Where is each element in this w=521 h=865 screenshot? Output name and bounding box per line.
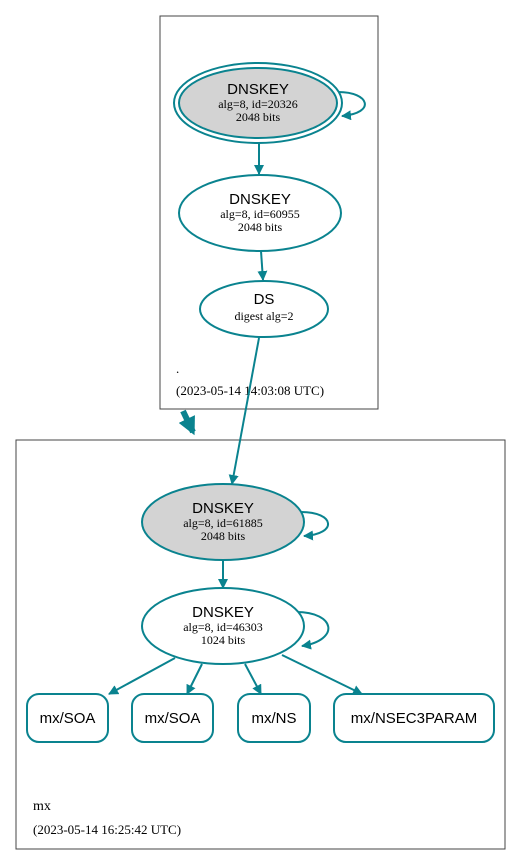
rrset-mx-soa-2[interactable]: mx/SOA	[131, 693, 214, 743]
edge-root-zsk-to-ds	[257, 250, 268, 281]
edge-ds-to-mx-ksk	[228, 337, 260, 485]
node-root-ds[interactable]: DS digest alg=2	[199, 280, 329, 338]
rrset-label: mx/SOA	[40, 710, 96, 727]
zone-root-name: .	[176, 361, 179, 376]
edge-mx-ksk-self	[300, 511, 329, 541]
node-root-ksk-title: DNSKEY	[227, 81, 289, 98]
rrset-mx-ns[interactable]: mx/NS	[237, 693, 311, 743]
node-mx-ksk[interactable]: DNSKEY alg=8, id=61885 2048 bits	[141, 483, 305, 561]
edges	[108, 91, 366, 695]
node-root-zsk-detail: alg=8, id=60955	[220, 207, 300, 221]
node-mx-zsk-bits: 1024 bits	[201, 633, 246, 647]
edge-mx-zsk-to-soa-2	[186, 663, 203, 695]
rrset-mx-nsec3param[interactable]: mx/NSEC3PARAM	[333, 693, 495, 743]
zone-mx-timestamp: (2023-05-14 16:25:42 UTC)	[33, 822, 181, 837]
zone-mx: mx (2023-05-14 16:25:42 UTC)	[15, 439, 506, 850]
node-root-ksk[interactable]: DNSKEY alg=8, id=20326 2048 bits	[173, 62, 343, 144]
edge-mx-zsk-to-ns	[244, 663, 262, 695]
rrset-label: mx/SOA	[145, 710, 201, 727]
node-root-ksk-bits: 2048 bits	[236, 110, 281, 124]
edge-mx-zsk-self	[295, 611, 330, 650]
node-root-ksk-detail: alg=8, id=20326	[218, 97, 298, 111]
edge-mx-zsk-to-soa-1	[108, 657, 176, 695]
rrset-mx-soa-1[interactable]: mx/SOA	[26, 693, 109, 743]
edge-mx-zsk-to-nsec3param	[281, 654, 363, 695]
node-mx-ksk-title: DNSKEY	[192, 500, 254, 517]
rrset-label: mx/NSEC3PARAM	[351, 710, 477, 727]
node-root-ds-title: DS	[254, 291, 275, 308]
node-root-zsk-title: DNSKEY	[229, 191, 291, 208]
node-mx-zsk[interactable]: DNSKEY alg=8, id=46303 1024 bits	[141, 587, 305, 665]
edge-delegation	[178, 409, 196, 436]
zone-root-border	[159, 15, 379, 410]
rrset-label: mx/NS	[252, 710, 297, 727]
node-root-zsk[interactable]: DNSKEY alg=8, id=60955 2048 bits	[178, 174, 342, 252]
node-mx-ksk-bits: 2048 bits	[201, 529, 246, 543]
node-mx-ksk-detail: alg=8, id=61885	[183, 516, 263, 530]
zone-mx-name: mx	[33, 799, 51, 814]
node-mx-zsk-detail: alg=8, id=46303	[183, 620, 263, 634]
edge-root-ksk-self	[337, 91, 366, 121]
node-root-ds-detail: digest alg=2	[234, 309, 293, 323]
node-mx-zsk-title: DNSKEY	[192, 604, 254, 621]
node-root-zsk-bits: 2048 bits	[238, 220, 283, 234]
zone-mx-border	[15, 439, 506, 850]
